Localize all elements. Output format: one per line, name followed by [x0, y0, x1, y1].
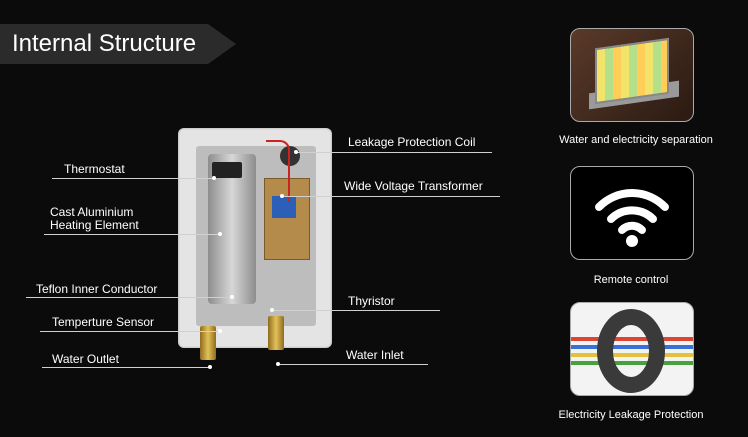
label-temp-sensor: Temperture Sensor — [52, 315, 155, 329]
callout-dot-temp-sensor — [218, 329, 222, 333]
label-thermostat: Thermostat — [64, 162, 125, 176]
feature-label-leakage: Electricity Leakage Protection — [558, 409, 704, 421]
label-heating-element-1: Cast Aluminium — [50, 205, 134, 219]
callout-dot-water-outlet — [208, 365, 212, 369]
callout-dot-heating-element — [218, 232, 222, 236]
label-water-inlet: Water Inlet — [346, 348, 404, 362]
label-water-outlet: Water Outlet — [52, 352, 119, 366]
callout-line-thyristor — [272, 310, 440, 311]
callout-dot-teflon — [230, 295, 234, 299]
callout-line-water-inlet — [278, 364, 428, 365]
feature-card-separation — [570, 28, 694, 122]
label-transformer: Wide Voltage Transformer — [344, 179, 483, 193]
title-banner: Internal Structure — [0, 24, 236, 64]
wifi-icon — [595, 189, 669, 247]
callout-line-water-outlet — [42, 367, 210, 368]
callout-line-transformer — [282, 196, 500, 197]
page-title: Internal Structure — [12, 30, 197, 57]
callout-dot-water-inlet — [276, 362, 280, 366]
feature-card-remote — [570, 166, 694, 260]
callout-dot-thyristor — [270, 308, 274, 312]
callout-line-teflon — [26, 297, 232, 298]
label-leakage-coil: Leakage Protection Coil — [348, 135, 476, 149]
callout-line-heating-element — [44, 234, 220, 235]
callout-line-leakage-coil — [296, 152, 492, 153]
separation-panel-icon — [595, 37, 669, 105]
label-heating-element-2: Heating Element — [50, 218, 139, 232]
feature-label-separation: Water and electricity separation — [559, 134, 713, 146]
magnetic-ring-icon — [571, 309, 693, 393]
water-heater-device — [178, 128, 332, 348]
callout-line-thermostat — [52, 178, 214, 179]
label-teflon: Teflon Inner Conductor — [36, 282, 158, 296]
circuit-board-image — [264, 178, 310, 260]
feature-card-leakage — [570, 302, 694, 396]
water-inlet-pipe — [268, 316, 284, 350]
callout-dot-leakage-coil — [294, 150, 298, 154]
callout-line-temp-sensor — [40, 331, 220, 332]
feature-label-remote: Remote control — [593, 274, 669, 286]
callout-dot-transformer — [280, 194, 284, 198]
transformer-image — [272, 196, 296, 218]
heating-element-image — [208, 154, 256, 304]
thermostat-image — [212, 162, 242, 178]
water-outlet-pipe — [200, 326, 216, 360]
label-thyristor: Thyristor — [348, 294, 395, 308]
red-wire — [266, 140, 290, 202]
callout-dot-thermostat — [212, 176, 216, 180]
